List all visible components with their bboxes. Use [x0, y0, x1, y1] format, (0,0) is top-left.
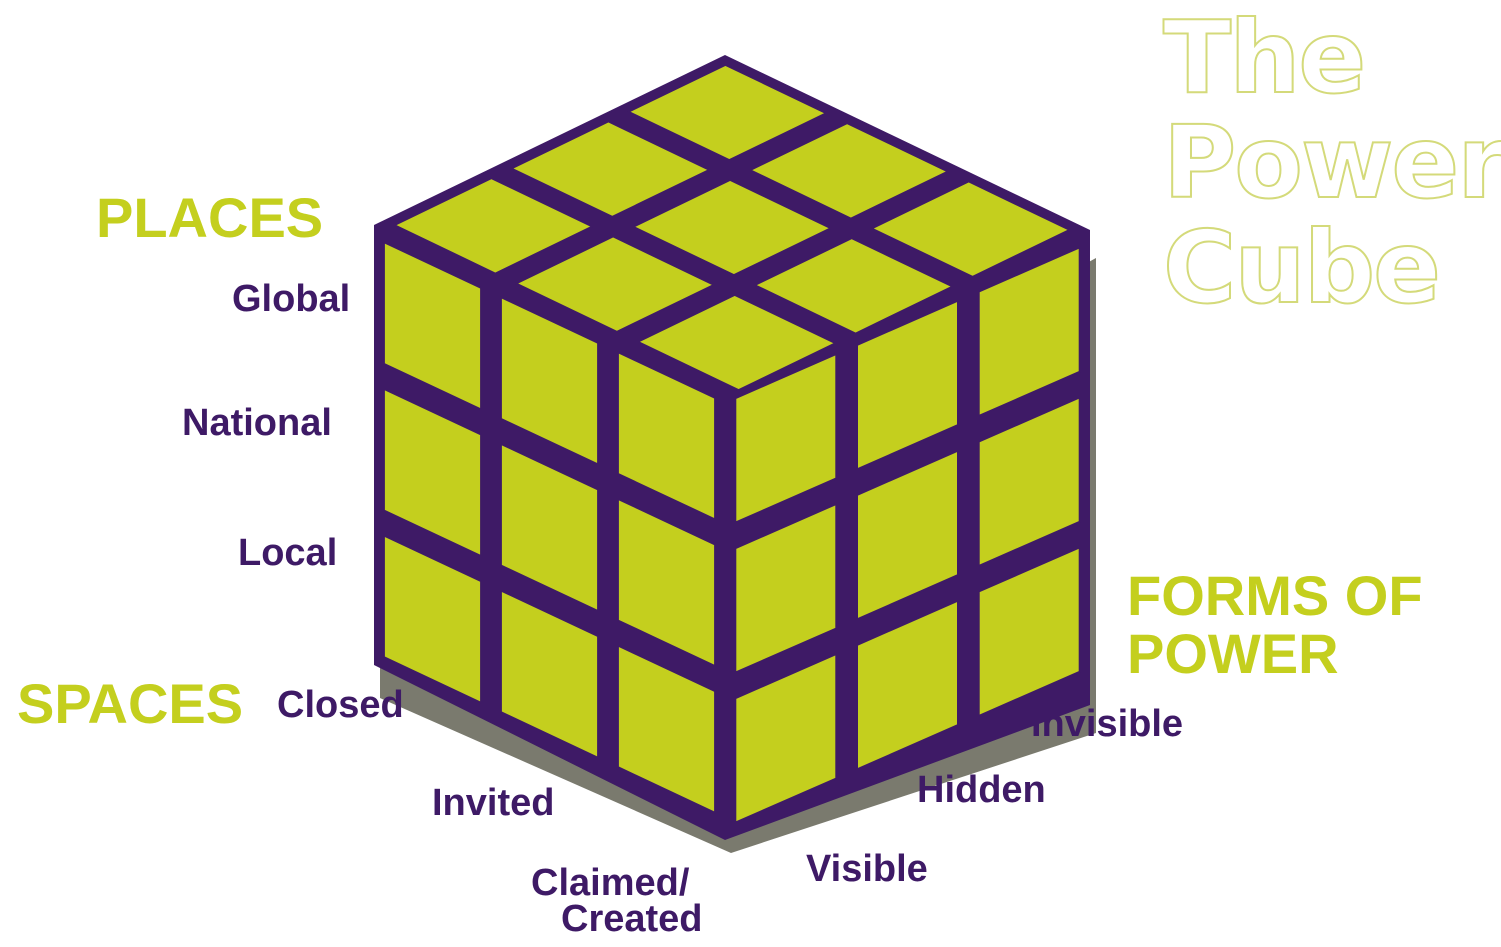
cube-top-face-tile [627, 63, 828, 162]
cube-right-face-tile [734, 352, 838, 524]
cube-left-face-tile [499, 442, 600, 613]
forms-heading-line2: POWER [1127, 622, 1339, 685]
cube-left-face-tile [616, 351, 717, 521]
places-level-global: Global [232, 278, 351, 320]
cube-left-face-tile [499, 296, 600, 466]
cube-top-face-tile [636, 293, 837, 392]
cube-top-face-tile [510, 120, 711, 218]
forms-level-visible: Visible [806, 848, 928, 890]
cube-right-face-tile [977, 396, 1081, 567]
spaces-level-closed: Closed [277, 684, 404, 726]
cube-left-face-tile [382, 387, 483, 558]
spaces-heading: SPACES [17, 672, 244, 735]
forms-level-hidden: Hidden [917, 769, 1046, 811]
cube-top-face-tile [393, 177, 594, 275]
cube-right-face-tile [734, 653, 838, 824]
cube-tiles [382, 63, 1081, 824]
cube-left-face-tile [382, 241, 483, 411]
cube-right-face-tile [977, 246, 1081, 418]
places-heading: PLACES [96, 186, 324, 249]
forms-heading-line1: FORMS OF [1127, 564, 1423, 627]
cube-right-face-tile [856, 299, 959, 471]
cube-left-face-tile [499, 589, 600, 759]
cube-top-face-tile [515, 235, 715, 333]
cube-top-face-tile [632, 178, 832, 277]
cube-right-face-tile [856, 449, 959, 621]
title-cube: Cube [1162, 209, 1442, 326]
spaces-level-created: Created [561, 898, 703, 940]
cube-top-face-tile [870, 180, 1071, 278]
cube-left-face-tile [616, 497, 717, 668]
spaces-level-claimed: Claimed/ [531, 862, 690, 904]
title-power: Power [1162, 104, 1501, 221]
cube-left-face-tile [382, 534, 483, 704]
places-level-local: Local [238, 532, 338, 574]
forms-level-invisible: Invisible [1031, 703, 1184, 745]
cube-top-face-tile [749, 122, 949, 220]
cube-right-face-tile [734, 502, 838, 674]
cube-left-face-tile [616, 644, 717, 814]
places-level-national: National [182, 402, 332, 444]
title-the: The [1162, 0, 1367, 116]
cube-top-face-tile [753, 237, 954, 335]
spaces-level-invited: Invited [432, 782, 555, 824]
cube-right-face-tile [977, 546, 1081, 717]
cube-right-face-tile [856, 599, 959, 771]
